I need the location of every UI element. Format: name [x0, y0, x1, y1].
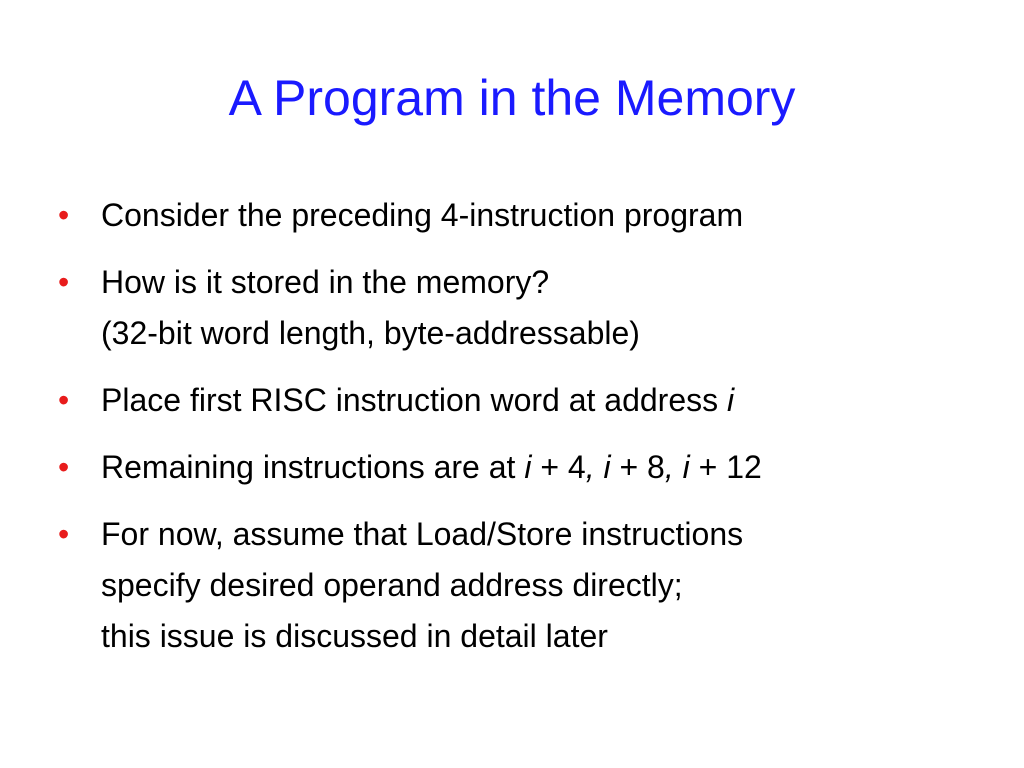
bullet-text: How is it stored in the memory? [101, 264, 550, 300]
offset-text: + 4 [531, 449, 586, 485]
variable-i: i [682, 449, 690, 485]
bullet-text-line: Remaining instructions are at i + 4, i +… [101, 442, 998, 493]
bullet-item-1: • Consider the preceding 4-instruction p… [58, 190, 998, 241]
bullet-dot-icon: • [58, 516, 70, 552]
bullet-text: For now, assume that Load/Store instruct… [101, 516, 744, 552]
separator: , [585, 449, 595, 485]
offset-text: + 8 [610, 449, 665, 485]
bullet-text-continuation: (32-bit word length, byte-addressable) [101, 315, 640, 351]
bullet-text: Remaining instructions are at [101, 449, 525, 485]
bullet-text: Place first RISC instruction word at add… [101, 382, 728, 418]
offset-text: + 12 [689, 449, 762, 485]
variable-i: i [603, 449, 611, 485]
bullet-item-5: • For now, assume that Load/Store instru… [58, 509, 998, 662]
slide-title: A Program in the Memory [228, 70, 796, 126]
bullet-dot-icon: • [58, 264, 70, 300]
variable-i: i [727, 382, 735, 418]
bullet-list: • Consider the preceding 4-instruction p… [58, 190, 998, 678]
bullet-dot-icon: • [58, 382, 70, 418]
bullet-text-continuation: specify desired operand address directly… [101, 567, 683, 603]
bullet-text-continuation: this issue is discussed in detail later [101, 618, 608, 654]
variable-i: i [524, 449, 532, 485]
bullet-item-4: • Remaining instructions are at i + 4, i… [58, 442, 998, 493]
bullet-item-3: • Place first RISC instruction word at a… [58, 375, 998, 426]
bullet-item-2: • How is it stored in the memory? (32-bi… [58, 257, 998, 359]
bullet-text-line: Place first RISC instruction word at add… [101, 375, 998, 426]
bullet-dot-icon: • [58, 197, 70, 233]
bullet-text: Consider the preceding 4-instruction pro… [101, 197, 744, 233]
bullet-dot-icon: • [58, 449, 70, 485]
separator: , [664, 449, 674, 485]
